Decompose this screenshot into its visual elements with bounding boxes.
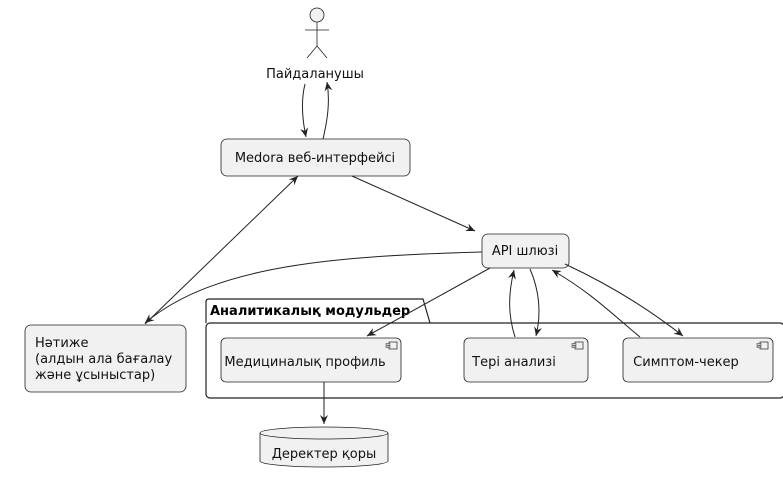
edge-api-to-skin (529, 268, 542, 337)
edge-skin-to-api (508, 269, 516, 338)
api-gateway-node: API шлюзі (481, 233, 570, 269)
web-interface-node: Medora веб-интерфейсі (220, 138, 411, 177)
result-node: Нәтиже (алдын ала бағалау және ұсыныстар… (24, 324, 187, 393)
edges (144, 81, 684, 424)
edge-user-to-web (300, 83, 309, 138)
database-node: Деректер қоры (259, 426, 389, 468)
user-actor-icon (305, 7, 329, 59)
result-label-line-3: және ұсыныстар) (35, 368, 155, 383)
database-label: Деректер қоры (272, 447, 377, 462)
edge-api-to-symptom (564, 263, 684, 337)
component-icon (571, 341, 584, 350)
skin-analysis-label: Тері анализі (471, 355, 556, 370)
skin-analysis-component: Тері анализі (463, 337, 589, 383)
result-label-line-1: Нәтиже (35, 336, 89, 351)
result-label-line-2: (алдын ала бағалау (35, 352, 173, 367)
edge-web-to-user (322, 81, 333, 140)
actor-label: Пайдаланушы (266, 67, 364, 82)
edge-result-to-web (144, 175, 299, 325)
medical-profile-component: Медициналық профиль (220, 337, 402, 383)
api-gateway-label: API шлюзі (492, 244, 558, 259)
symptom-checker-label: Симптом-чекер (633, 355, 739, 370)
component-icon (385, 341, 398, 350)
edge-api-to-profile (366, 267, 491, 337)
symptom-checker-component: Симптом-чекер (622, 337, 774, 383)
medical-profile-label: Медициналық профиль (224, 355, 385, 370)
edge-web-to-api (351, 175, 476, 232)
web-interface-label: Medora веб-интерфейсі (235, 151, 395, 166)
package-label: Аналитикалық модульдер (210, 304, 410, 319)
component-icon (756, 341, 769, 350)
edge-api-to-result (144, 251, 483, 324)
edge-symptom-to-api (551, 269, 641, 338)
